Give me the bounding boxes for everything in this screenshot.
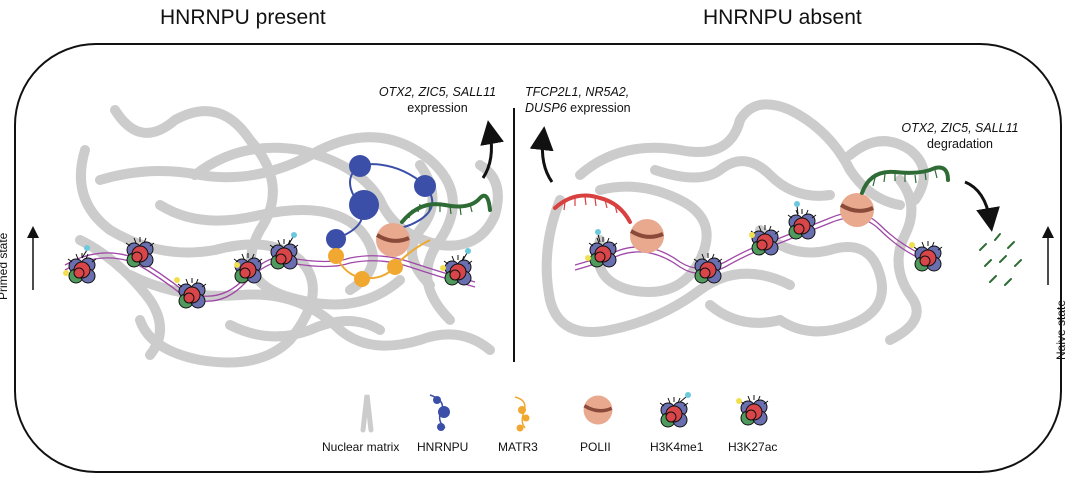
h3k27ac-icon: [736, 394, 769, 426]
expression-arrow-left: [480, 120, 504, 179]
nucleosomes-left: [63, 232, 473, 309]
legend-label-matr3: MATR3: [498, 440, 538, 454]
heading-hnrnpu-absent: HNRNPU absent: [703, 6, 862, 29]
expression-arrow-mid: [529, 126, 554, 183]
legend-label-h3k4me1: H3K4me1: [650, 440, 704, 454]
legend-label-hnrnpu: HNRNPU: [417, 440, 469, 454]
left-expression-label: expression: [407, 101, 468, 115]
mid-expression-label: expression: [566, 101, 631, 115]
left-gene-list: OTX2, ZIC5, SALL11: [378, 85, 497, 99]
nucleus-frame: [14, 43, 1062, 473]
polii-icon: [581, 393, 615, 427]
matr3-icon: [514, 396, 530, 432]
annotation-left-expression: OTX2, ZIC5, SALL11 expression: [350, 84, 525, 116]
polii-right: [553, 165, 1022, 286]
legend-label-nuclear-matrix: Nuclear matrix: [322, 440, 400, 454]
naive-state-label: Naive state: [1054, 299, 1068, 360]
degradation-arrow: [964, 180, 1000, 232]
legend-label-h3k27ac: H3K27ac: [728, 440, 778, 454]
primed-state-label: Primed state: [0, 232, 10, 300]
hnrnpu-icon: [429, 394, 450, 431]
h3k4me1-icon: [659, 392, 691, 428]
right-degradation-label: degradation: [926, 137, 994, 151]
annotation-right-degradation: OTX2, ZIC5, SALL11 degradation: [870, 120, 1050, 152]
nucleosomes-right: [585, 201, 943, 284]
annotation-mid-expression: TFCP2L1, NR5A2, DUSP6 expression: [525, 84, 645, 116]
mid-gene-list-line2: DUSP6: [525, 101, 567, 115]
nuclear-matrix-icon: [360, 394, 374, 433]
legend-label-polii: POLII: [580, 440, 611, 454]
nuclear-matrix-right: [541, 99, 929, 345]
hnrnpu-complex-left: [326, 155, 492, 287]
right-gene-list: OTX2, ZIC5, SALL11: [901, 121, 1019, 135]
nuclear-matrix-left: [75, 105, 503, 368]
mid-gene-list-line1: TFCP2L1, NR5A2,: [525, 85, 630, 99]
heading-hnrnpu-present: HNRNPU present: [160, 6, 326, 29]
